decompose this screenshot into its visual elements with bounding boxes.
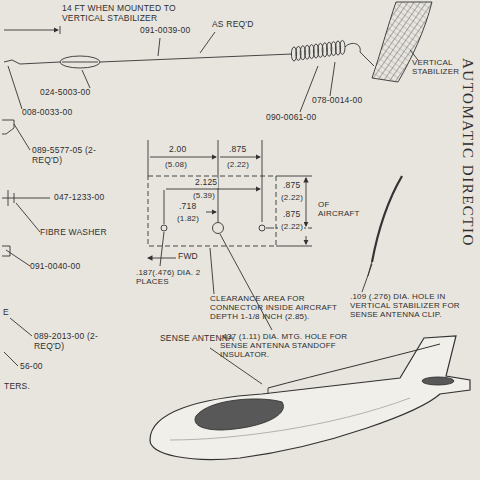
part-label: FIBRE WASHER <box>40 228 107 238</box>
dimension: .718 <box>178 202 197 212</box>
page-title: AUTOMATIC DIRECTIO <box>459 58 476 247</box>
part-number: 078-0014-00 <box>312 96 362 106</box>
hole-note: .187(.476) DIA. 2 PLACES <box>136 268 214 286</box>
part-number: 024-5003-00 <box>40 88 90 98</box>
hole-note: .437 (1.11) DIA. MTG. HOLE FOR SENSE ANT… <box>220 332 370 360</box>
part-number: 090-0061-00 <box>266 113 316 123</box>
part-number: 56-00 <box>20 362 43 372</box>
dimension: .875 <box>282 210 301 220</box>
note-fragment: TERS. <box>4 382 30 392</box>
dimension: (2.22) <box>280 222 304 231</box>
dimension: (5.39) <box>192 191 216 200</box>
part-number: 047-1233-00 <box>54 193 104 203</box>
dimension: (1.82) <box>176 214 200 223</box>
part-number: 008-0033-00 <box>22 108 72 118</box>
dimension: .875 <box>228 145 247 155</box>
part-number: 091-0040-00 <box>30 262 80 272</box>
dimension: (2.22) <box>226 160 250 169</box>
dimension: 2.125 <box>194 178 218 188</box>
note: AS REQ'D <box>212 20 253 30</box>
dimension: (5.08) <box>164 160 188 169</box>
centerline-label: OF AIRCRAFT <box>318 200 368 218</box>
spring-coil <box>340 40 345 54</box>
direction-label: FWD <box>178 252 198 262</box>
part-label: VERTICAL STABILIZER <box>412 58 458 76</box>
note-fragment: E <box>3 308 9 318</box>
part-label: SENSE ANTENNA <box>160 334 234 344</box>
clearance-note: CLEARANCE AREA FOR CONNECTOR INSIDE AIRC… <box>210 294 340 322</box>
dimension: (2.22) <box>280 193 304 202</box>
part-number: 091-0039-00 <box>140 26 190 36</box>
dimension: 2.00 <box>168 145 187 155</box>
dimension: .875 <box>282 181 301 191</box>
dimension-note: 14 FT WHEN MOUNTED TO VERTICAL STABILIZE… <box>62 4 187 24</box>
part-number: 089-2013-00 (2-REQ'D) <box>34 332 106 352</box>
hole-note: .109 (.276) DIA. HOLE IN VERTICAL STABIL… <box>350 292 465 320</box>
part-number: 089-5577-05 (2-REQ'D) <box>32 146 104 166</box>
